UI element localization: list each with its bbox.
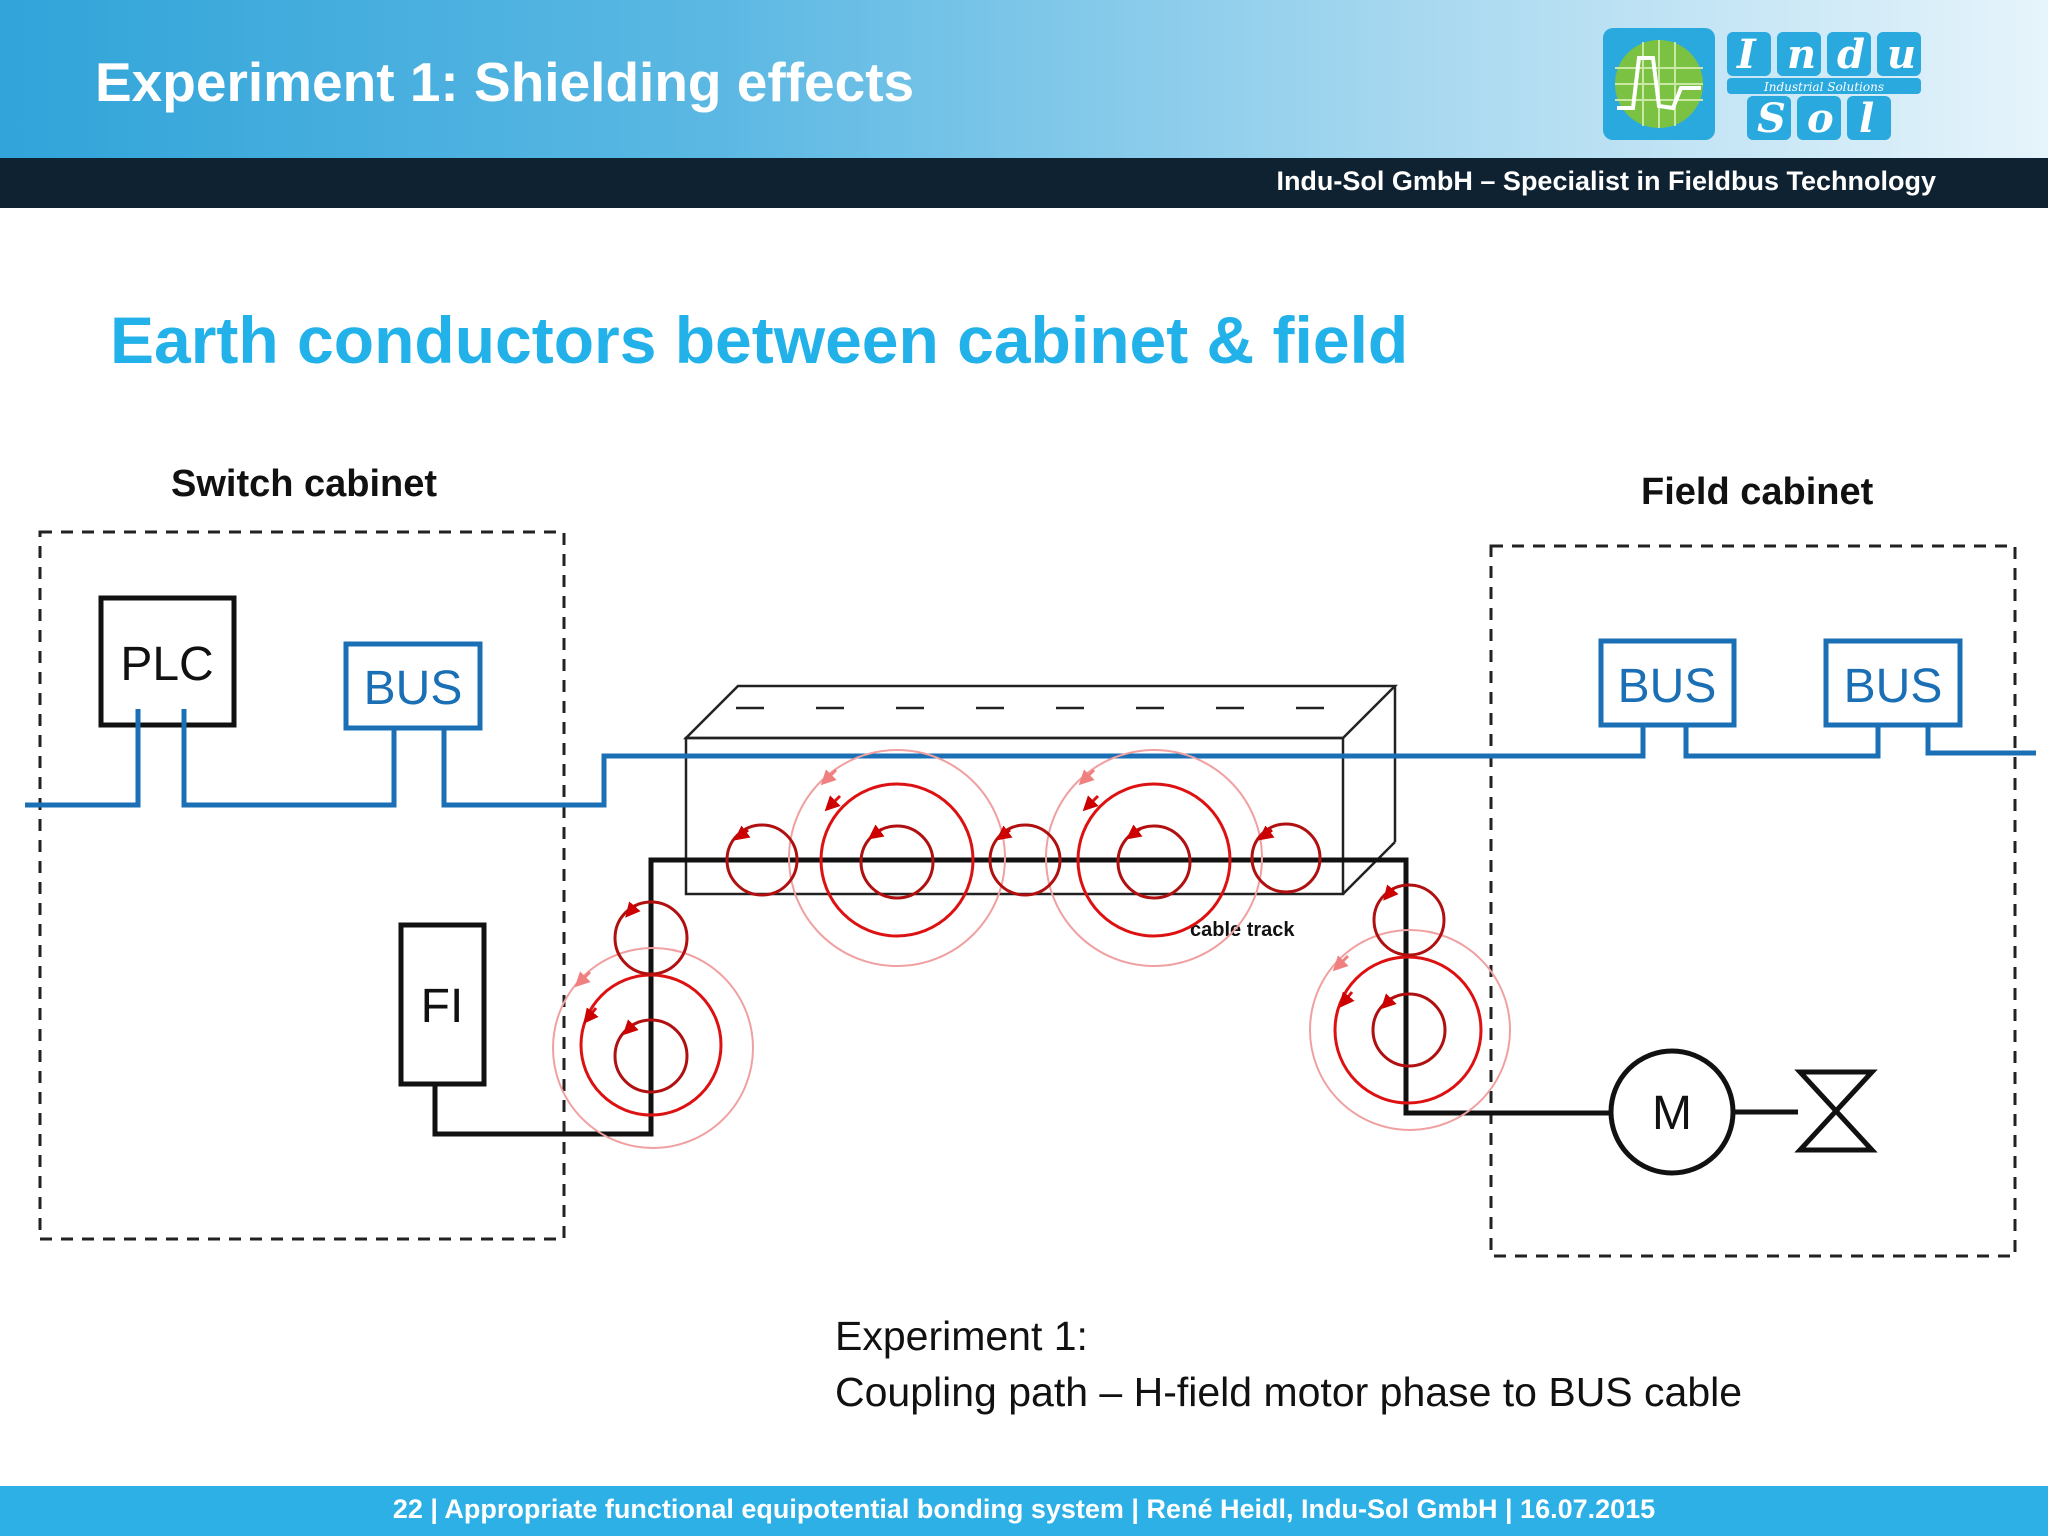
svg-text:u: u xyxy=(1887,31,1916,78)
motor-label: M xyxy=(1652,1087,1692,1140)
fi-label: FI xyxy=(421,980,464,1033)
bus-module-1: BUS xyxy=(343,641,483,731)
bus-module-3: BUS xyxy=(1823,638,1963,728)
field-direction-arrows xyxy=(574,768,1399,1036)
bus-module-3-label: BUS xyxy=(1844,660,1943,713)
motor-symbol: M xyxy=(1608,1048,1736,1176)
slide-title: Experiment 1: Shielding effects xyxy=(95,51,915,113)
caption-line-1: Experiment 1: xyxy=(835,1313,1088,1359)
switch-cabinet-label: Switch cabinet xyxy=(171,463,438,505)
bus-module-2-label: BUS xyxy=(1618,660,1717,713)
logo-tagline: Industrial Solutions xyxy=(1763,80,1884,94)
bus-module-1-label: BUS xyxy=(364,662,463,715)
h-field-outer xyxy=(552,749,1511,1149)
field-cabinet-boundary xyxy=(1489,544,2017,1258)
caption-line-2: Coupling path – H-field motor phase to B… xyxy=(835,1369,1743,1415)
wiring-diagram: cable track PLC BUS BUS BUS FI M xyxy=(25,530,2036,1258)
field-cabinet-label: Field cabinet xyxy=(1641,471,1874,513)
h-field-inner xyxy=(613,822,1447,1094)
slide-heading: Earth conductors between cabinet & field xyxy=(110,303,1409,377)
cable-track xyxy=(682,684,1399,896)
footer-text: 22 | Appropriate functional equipotentia… xyxy=(392,1494,1656,1524)
svg-text:d: d xyxy=(1837,31,1865,78)
motor-phase-cable xyxy=(432,857,1610,1137)
svg-text:l: l xyxy=(1859,95,1874,142)
footer-bar: 22 | Appropriate functional equipotentia… xyxy=(0,1486,2048,1536)
bus-module-2: BUS xyxy=(1598,638,1737,728)
valve-symbol xyxy=(1794,1069,1878,1153)
switch-cabinet-boundary xyxy=(38,530,566,1241)
h-field-middle xyxy=(579,782,1483,1117)
svg-text:o: o xyxy=(1807,95,1834,142)
svg-text:n: n xyxy=(1787,31,1816,78)
plc-block: PLC xyxy=(98,595,237,728)
bus-cable xyxy=(25,709,2036,808)
experiment-caption: Experiment 1: Coupling path – H-field mo… xyxy=(835,1308,1742,1420)
svg-text:S: S xyxy=(1757,95,1786,142)
plc-label: PLC xyxy=(120,638,213,691)
fi-block: FI xyxy=(398,922,487,1087)
company-tagline: Indu-Sol GmbH – Specialist in Fieldbus T… xyxy=(1276,166,1936,196)
svg-text:I: I xyxy=(1736,31,1757,78)
cable-track-label: cable track xyxy=(1190,919,1295,941)
company-bar: Indu-Sol GmbH – Specialist in Fieldbus T… xyxy=(0,158,2048,208)
